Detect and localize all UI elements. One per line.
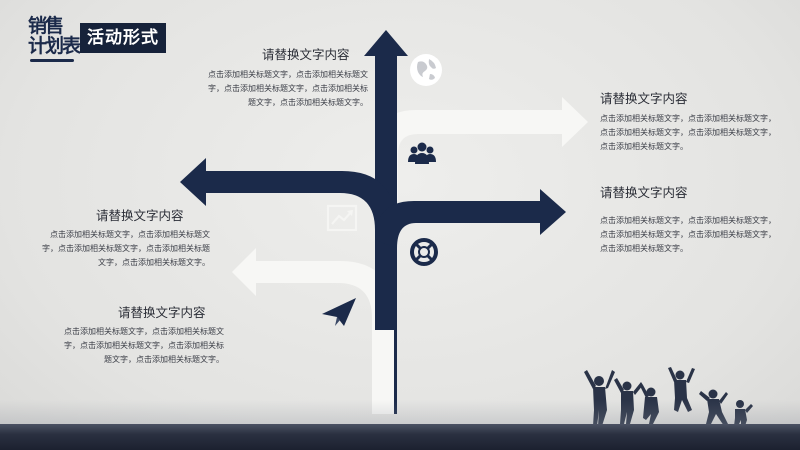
logo-line-2: 计划表: [28, 35, 81, 57]
lifebuoy-icon: [410, 238, 438, 266]
paper-plane-icon: [322, 298, 356, 326]
logo-line-1: 销售: [28, 15, 64, 37]
arrow-upper-right[interactable]: [376, 97, 588, 200]
ink-ground: [0, 424, 800, 450]
group-icon: [408, 142, 436, 164]
section-5-body[interactable]: 点击添加相关标题文字，点击添加相关标题文字，点击添加相关标题文字，点击添加相关标…: [64, 327, 224, 364]
growth-chart-icon: [326, 204, 358, 232]
section-4-body[interactable]: 点击添加相关标题文字，点击添加相关标题文字，点击添加相关标题文字，点击添加相关标…: [42, 230, 210, 267]
arrow-left[interactable]: [180, 158, 397, 230]
logo: 销售 计划表: [28, 14, 81, 64]
section-5-heading[interactable]: 请替换文字内容: [118, 305, 206, 320]
arrow-right[interactable]: [375, 189, 566, 248]
white-stem: [372, 330, 394, 414]
section-1-heading[interactable]: 请替换文字内容: [262, 47, 350, 62]
globe-icon: [410, 54, 442, 86]
section-2-heading[interactable]: 请替换文字内容: [600, 91, 688, 106]
section-2-body[interactable]: 点击添加相关标题文字，点击添加相关标题文字，点击添加相关标题文字，点击添加相关标…: [600, 114, 776, 151]
arrow-lower-left[interactable]: [232, 248, 394, 414]
section-1-body[interactable]: 点击添加相关标题文字，点击添加相关标题文字，点击添加相关标题文字，点击添加相关标…: [208, 70, 368, 107]
people-silhouette: [584, 367, 753, 426]
section-4-heading[interactable]: 请替换文字内容: [96, 208, 184, 223]
slide-title[interactable]: 活动形式: [80, 23, 166, 53]
section-3-body[interactable]: 点击添加相关标题文字，点击添加相关标题文字，点击添加相关标题文字，点击添加相关标…: [600, 216, 776, 253]
section-3-heading[interactable]: 请替换文字内容: [600, 185, 688, 200]
logo-brush-stroke: [30, 59, 74, 62]
